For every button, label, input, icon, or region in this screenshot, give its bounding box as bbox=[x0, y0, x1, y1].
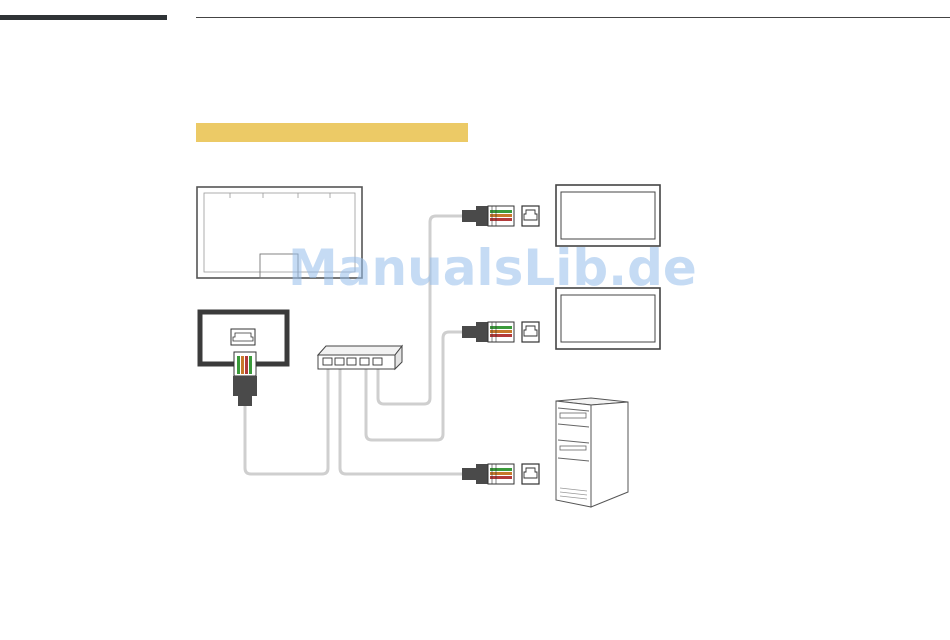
lan-cable-plug-icon bbox=[233, 352, 257, 406]
display-2-icon bbox=[556, 288, 660, 349]
display-1-connector bbox=[462, 206, 539, 226]
watermark-text: ManualsLib.de bbox=[288, 239, 697, 297]
pc-connector bbox=[462, 464, 539, 484]
display-1-icon bbox=[556, 185, 660, 246]
computer-tower-icon bbox=[556, 398, 628, 507]
network-switch-icon bbox=[318, 346, 402, 369]
display-2-connector bbox=[462, 322, 539, 342]
